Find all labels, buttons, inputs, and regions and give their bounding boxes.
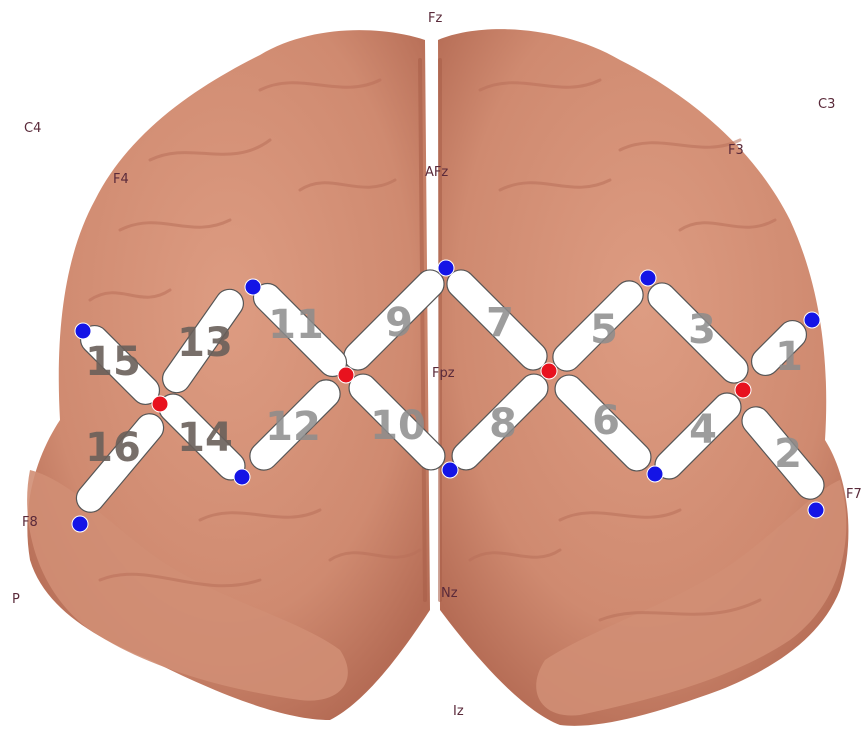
- channel-number-1: 1: [775, 334, 803, 380]
- channel-number-3: 3: [688, 307, 716, 353]
- detector-optode-6: [442, 462, 458, 478]
- electrode-label-afz: AFz: [425, 165, 448, 180]
- channel-number-14: 14: [177, 415, 233, 461]
- detector-optode-2: [808, 502, 824, 518]
- channel-number-4: 4: [689, 407, 717, 453]
- electrode-label-f3: F3: [728, 143, 744, 158]
- electrode-label-iz: Iz: [453, 704, 464, 719]
- electrode-label-nz: Nz: [441, 586, 458, 601]
- channel-number-2: 2: [774, 431, 802, 477]
- detector-optode-7: [245, 279, 261, 295]
- channel-number-9: 9: [385, 300, 413, 346]
- detector-optode-1: [804, 312, 820, 328]
- source-optode-4: [152, 396, 168, 412]
- channel-number-5: 5: [590, 307, 618, 353]
- channel-number-10: 10: [370, 403, 426, 449]
- source-optode-3: [338, 367, 354, 383]
- electrode-label-fpz: Fpz: [432, 366, 455, 381]
- channel-number-16: 16: [85, 425, 141, 471]
- source-optode-2: [541, 363, 557, 379]
- electrode-label-c4: C4: [24, 121, 41, 136]
- electrode-label-f4: F4: [113, 172, 129, 187]
- channel-number-6: 6: [592, 398, 620, 444]
- detector-optode-4: [647, 466, 663, 482]
- electrode-label-f7: F7: [846, 487, 862, 502]
- detector-optode-10: [72, 516, 88, 532]
- detector-optode-5: [438, 260, 454, 276]
- channel-number-12: 12: [265, 404, 321, 450]
- detector-optode-3: [640, 270, 656, 286]
- electrode-label-p: P: [12, 592, 20, 607]
- channel-number-11: 11: [268, 302, 324, 348]
- channel-number-13: 13: [177, 320, 233, 366]
- channel-number-7: 7: [486, 300, 514, 346]
- detector-optode-8: [234, 469, 250, 485]
- source-optode-1: [735, 382, 751, 398]
- electrode-label-f8: F8: [22, 515, 38, 530]
- electrode-label-c3: C3: [818, 97, 835, 112]
- detector-optode-9: [75, 323, 91, 339]
- electrode-label-fz: Fz: [428, 11, 442, 26]
- channel-number-15: 15: [85, 339, 141, 385]
- channel-number-8: 8: [489, 401, 517, 447]
